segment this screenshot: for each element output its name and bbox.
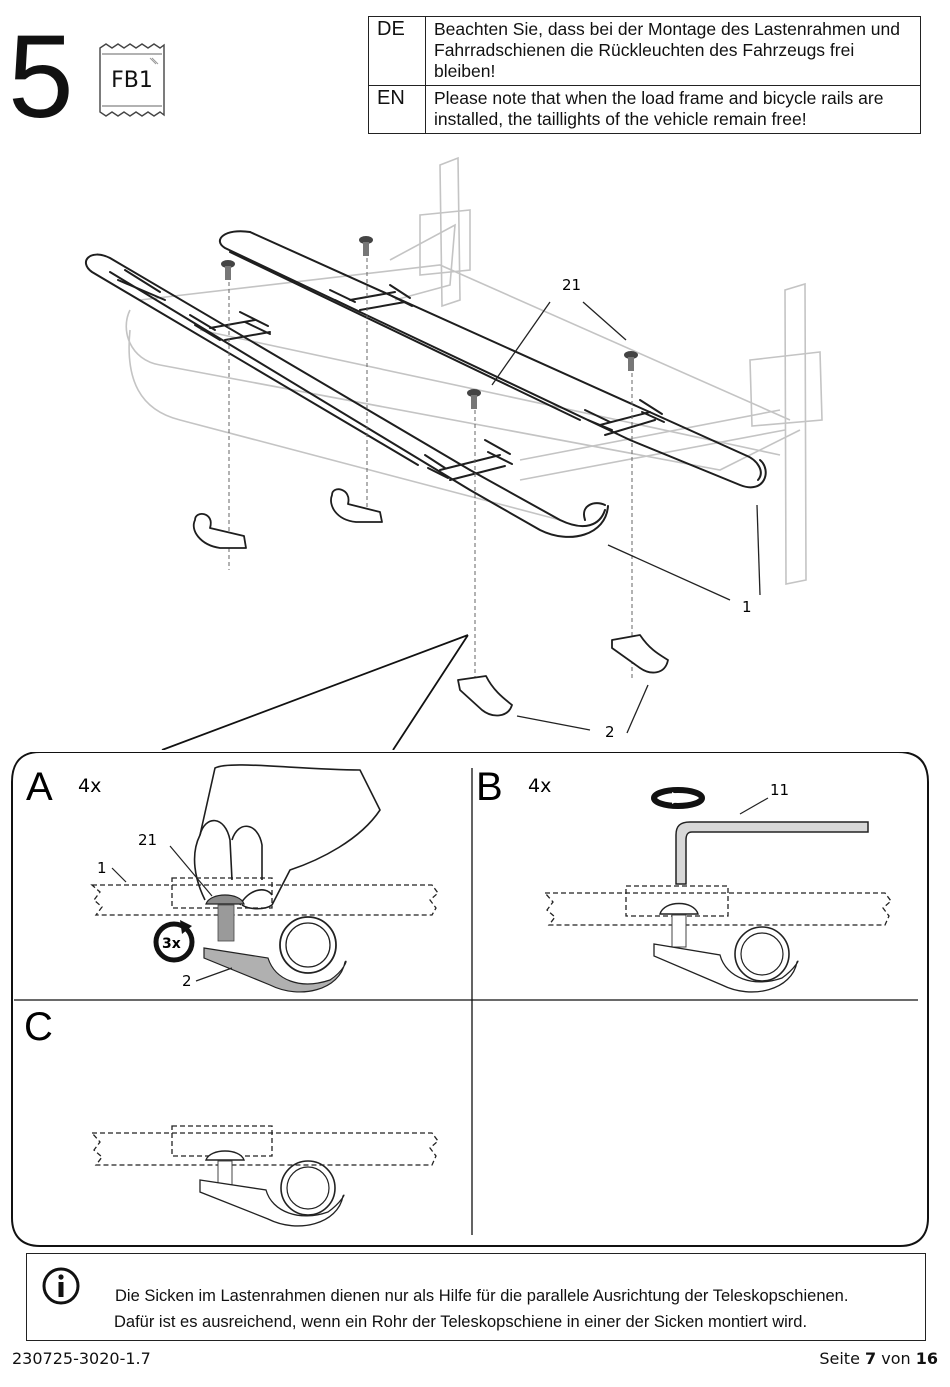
- zoom-wedge: [161, 634, 469, 750]
- callout-rail-label: 1: [742, 598, 752, 616]
- panel-b-clamp-icon: [653, 926, 799, 993]
- panel-b-rail-section: [543, 885, 892, 926]
- parts-bag-label: FB1: [111, 68, 153, 93]
- info-text-line-1: Die Sicken im Lastenrahmen dienen nur al…: [115, 1287, 849, 1305]
- bolt-icon: [221, 260, 235, 280]
- parts-bag-icon: [99, 43, 165, 117]
- callout-leaders: [491, 301, 761, 734]
- panel-c-letter: C: [24, 1005, 53, 1049]
- callout-bolt-label: 21: [562, 276, 581, 294]
- info-text-line-2: Dafür ist es ausreichend, wenn ein Rohr …: [114, 1313, 808, 1331]
- panel-c-clamp-icon: [199, 1160, 345, 1227]
- rotate-turns-label: 3x: [162, 936, 181, 952]
- panel-a-callout-rail: 1: [97, 859, 107, 877]
- panel-a-callout-bolt: 21: [138, 831, 157, 849]
- assembly-guide-lines: [228, 258, 633, 690]
- note-text: Please note that when the load frame and…: [425, 85, 921, 134]
- bolt-icon: [467, 389, 481, 409]
- panel-a-bolt-icon: [205, 894, 245, 942]
- rotate-clockwise-icon: [651, 787, 705, 809]
- bicycle-rail-right: [218, 230, 767, 489]
- page-indicator: Seite 7 von 16: [819, 1349, 938, 1368]
- bolt-icon: [359, 236, 373, 256]
- panel-a-hand-icon: [193, 764, 381, 910]
- panel-a-clamp-icon: [203, 916, 347, 993]
- panel-b-callout-key: 11: [770, 781, 789, 799]
- panel-a-callout-clamp: 2: [182, 972, 192, 990]
- load-frame-ghost: [125, 156, 823, 585]
- parts-bag-badge: FB1: [98, 42, 166, 118]
- page-total: 16: [915, 1349, 938, 1368]
- note-lang: EN: [368, 85, 426, 134]
- detail-panels: A 4x 3x 21 1 2 B 4x 11: [11, 752, 929, 1247]
- hex-key-icon: [675, 821, 869, 885]
- page-current: 7: [865, 1349, 877, 1368]
- note-row-en: EN Please note that when the load frame …: [368, 85, 921, 134]
- note-text: Beachten Sie, dass bei der Montage des L…: [425, 16, 921, 86]
- panel-b-letter: B: [476, 765, 503, 809]
- panel-a-letter: A: [26, 765, 53, 809]
- panel-b-bolt-icon: [659, 902, 699, 948]
- panel-a-count: 4x: [78, 775, 101, 797]
- step-number: 5: [8, 11, 74, 143]
- page-prefix: Seite: [819, 1349, 860, 1368]
- info-box: Die Sicken im Lastenrahmen dienen nur al…: [26, 1253, 926, 1341]
- detail-panel-frame: [11, 752, 929, 1247]
- panel-b-count: 4x: [528, 775, 551, 797]
- clamp-icon: [457, 675, 513, 717]
- clamp-icon: [192, 513, 247, 549]
- note-lang: DE: [368, 16, 426, 86]
- clamp-icon: [330, 488, 383, 523]
- note-row-de: DE Beachten Sie, dass bei der Montage de…: [368, 16, 921, 86]
- bolt-group: [221, 236, 638, 409]
- bolt-icon: [624, 351, 638, 371]
- page-mid: von: [881, 1349, 911, 1368]
- document-code: 230725-3020-1.7: [12, 1349, 151, 1368]
- bicycle-rail-left: [85, 253, 609, 538]
- rotate-3x-icon: 3x: [153, 920, 195, 963]
- panel-a-rail-section: [90, 877, 439, 916]
- clamp-group: [192, 488, 669, 717]
- callout-clamp-label: 2: [605, 723, 615, 741]
- main-assembly-illustration: 21 1 2: [85, 156, 823, 750]
- notes-table: DE Beachten Sie, dass bei der Montage de…: [368, 16, 921, 134]
- panel-c-rail-section: [90, 1125, 439, 1166]
- info-icon: [42, 1267, 80, 1305]
- clamp-icon: [611, 634, 669, 674]
